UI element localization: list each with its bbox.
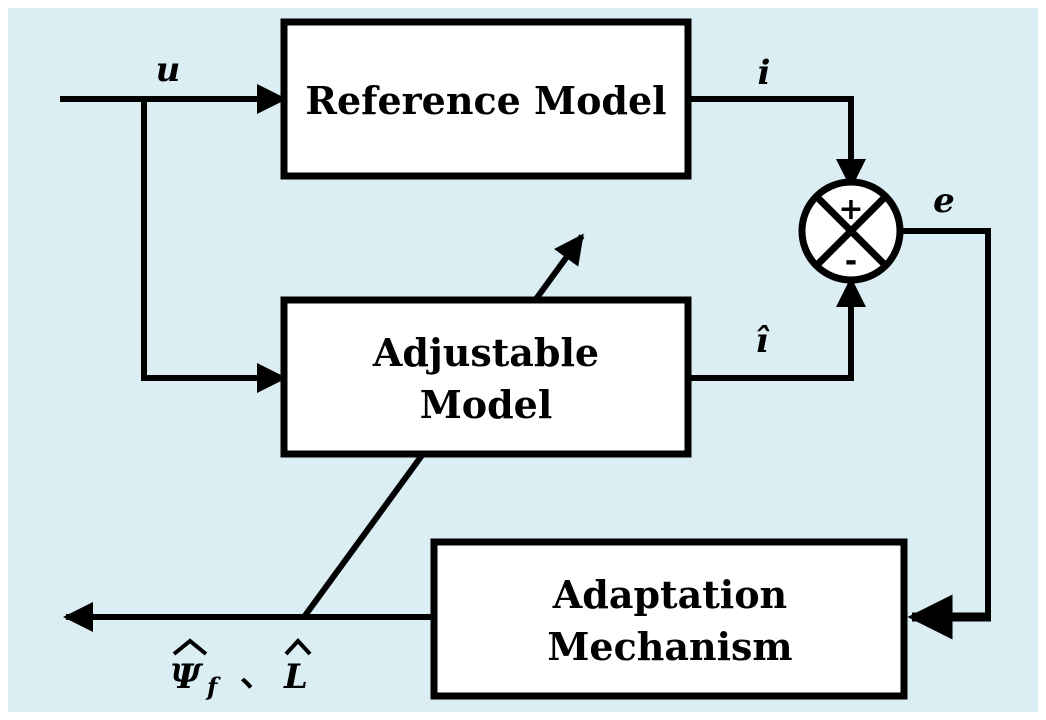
- reference-output-line: [688, 96, 866, 189]
- estimated-output-label: î: [756, 321, 771, 361]
- adaptation-mechanism-label-line2: Mechanism: [547, 624, 792, 669]
- reference-model-block: Reference Model: [280, 18, 692, 180]
- psi-hat-mark: [172, 638, 208, 656]
- adaptation-mechanism-block: Adaptation Mechanism: [430, 538, 908, 700]
- estimated-output-line: [688, 277, 866, 381]
- error-line: [901, 228, 991, 617]
- summing-minus-sign: -: [845, 244, 857, 279]
- estimates-label: Ψ f 、 L: [170, 638, 312, 701]
- psi-symbol: Ψ: [170, 657, 204, 697]
- input-signal-label: u: [156, 50, 181, 90]
- reference-model-label: Reference Model: [305, 78, 666, 123]
- l-symbol: L: [283, 657, 308, 697]
- summing-plus-sign: +: [838, 192, 863, 227]
- adjustable-model-label-line2: Model: [420, 382, 553, 427]
- psi-subscript: f: [205, 672, 221, 701]
- summing-junction: + -: [798, 178, 904, 284]
- adjustable-model-label-line1: Adjustable: [372, 330, 599, 375]
- estimates-separator: 、: [240, 655, 274, 695]
- reference-output-label: i: [758, 53, 771, 93]
- adaptation-mechanism-label-line1: Adaptation: [552, 572, 787, 617]
- input-branch-line: [141, 99, 287, 393]
- adjustable-model-block: Adjustable Model: [280, 296, 692, 458]
- error-signal-label: e: [933, 181, 955, 221]
- l-hat-mark: [284, 638, 312, 656]
